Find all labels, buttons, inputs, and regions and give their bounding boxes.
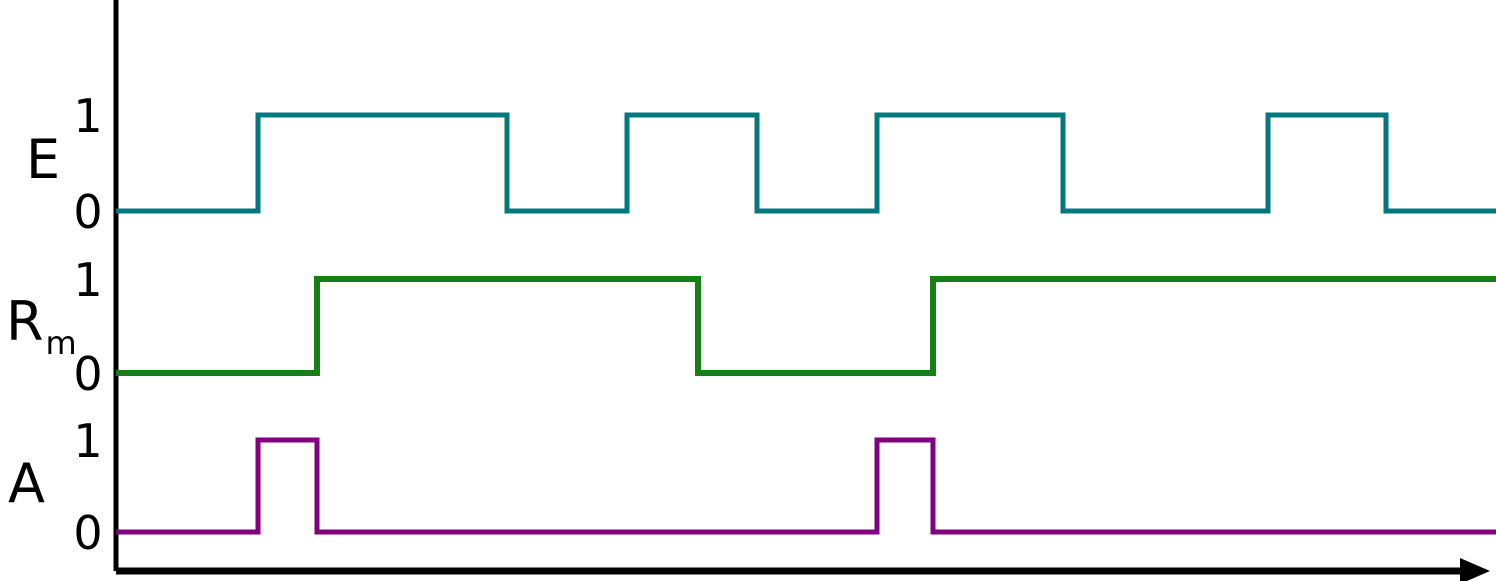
signal-label-subscript-Rm: m <box>46 324 77 362</box>
waveform-A <box>116 437 1496 535</box>
axes-group <box>113 0 1490 581</box>
signal-label-Rm: Rm <box>6 290 77 362</box>
y-tick-low-A: 0 <box>73 506 102 560</box>
waveform-E <box>116 112 1496 214</box>
y-tick-high-E: 1 <box>73 89 102 143</box>
y-tick-low-Rm: 0 <box>73 347 102 401</box>
y-tick-high-Rm: 1 <box>73 253 102 307</box>
waveform-Rm <box>116 276 1496 376</box>
waveforms-group <box>116 112 1496 535</box>
time-arrow <box>1460 558 1490 581</box>
signal-label-E: E <box>26 128 60 191</box>
y-tick-high-A: 1 <box>73 414 102 468</box>
signal-label-A: A <box>8 452 45 515</box>
signal-label-main-A: A <box>8 452 45 515</box>
signal-label-main-E: E <box>26 128 60 191</box>
signal-label-main-Rm: R <box>6 290 44 353</box>
y-tick-low-E: 0 <box>73 185 102 239</box>
